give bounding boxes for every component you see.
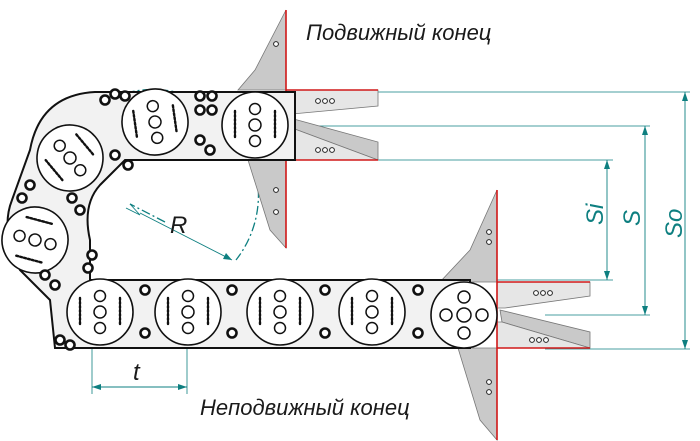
disc-hole xyxy=(439,308,453,322)
engraving xyxy=(44,158,65,183)
link-disc xyxy=(246,278,314,346)
engraving xyxy=(171,104,178,135)
disc-hole xyxy=(181,289,195,303)
pin-ring xyxy=(194,134,206,146)
link-disc xyxy=(1,206,69,274)
pin-ring xyxy=(82,262,94,274)
pin-ring xyxy=(319,284,331,296)
pin-ring xyxy=(319,327,331,339)
pin-ring xyxy=(99,94,111,106)
pin-ring xyxy=(66,192,78,204)
disc-hole xyxy=(475,308,489,322)
pin-ring xyxy=(412,284,424,296)
pin-ring xyxy=(74,204,86,216)
pin-ring xyxy=(139,284,151,296)
radius-label: R xyxy=(170,212,187,239)
link-disc xyxy=(338,278,406,346)
pin-ring xyxy=(204,144,216,156)
pin-ring xyxy=(16,192,28,204)
disc-hole xyxy=(44,237,57,251)
disc-hole xyxy=(28,233,42,247)
chain-pins xyxy=(16,88,424,351)
pin-ring xyxy=(119,90,131,102)
disc-hole xyxy=(181,321,195,335)
fixed-end-bracket xyxy=(439,189,591,441)
disc-hole xyxy=(181,305,195,319)
pin-ring xyxy=(122,159,134,171)
disc-hole xyxy=(365,321,379,335)
disc-hole xyxy=(248,134,262,148)
disc-hole xyxy=(93,321,107,335)
pin-ring xyxy=(194,90,206,102)
disc-hole xyxy=(273,305,287,319)
chain-links xyxy=(1,88,498,349)
fixed-end-label: Неподвижный конец xyxy=(200,395,410,420)
link-disc xyxy=(430,281,498,349)
pin-ring xyxy=(226,284,238,296)
link-disc xyxy=(221,91,289,159)
pin-ring xyxy=(194,104,206,116)
disc-hole xyxy=(248,102,262,116)
pin-ring xyxy=(109,149,121,161)
link-disc xyxy=(66,278,134,346)
disc-hole xyxy=(365,289,379,303)
pin-ring xyxy=(54,334,66,346)
pin-ring xyxy=(39,269,51,281)
pin-ring xyxy=(49,279,61,291)
disc-hole xyxy=(148,115,162,129)
disc-hole xyxy=(273,289,287,303)
link-disc xyxy=(121,88,189,156)
disc-hole xyxy=(74,164,87,177)
disc-hole xyxy=(273,321,287,335)
pin-ring xyxy=(206,90,218,102)
disc-hole xyxy=(457,326,471,340)
pin-ring xyxy=(139,327,151,339)
pin-ring xyxy=(24,179,36,191)
disc-hole xyxy=(456,307,472,323)
disc-hole xyxy=(248,118,262,132)
pin-ring xyxy=(412,327,424,339)
outer-height-label: So xyxy=(661,209,688,238)
link-disc xyxy=(36,124,104,192)
pin-ring xyxy=(206,104,218,116)
engraving xyxy=(132,109,139,140)
engraving xyxy=(25,215,55,226)
pin-ring xyxy=(64,339,76,351)
link-disc xyxy=(154,278,222,346)
height-label: S xyxy=(619,210,646,226)
engraving xyxy=(15,254,45,265)
disc-hole xyxy=(457,290,471,304)
disc-hole xyxy=(93,289,107,303)
inner-height-label: Si xyxy=(582,203,609,225)
disc-hole xyxy=(150,131,164,145)
disc-hole xyxy=(63,151,77,165)
engraving xyxy=(75,133,96,158)
disc-hole xyxy=(365,305,379,319)
moving-end-label: Подвижный конец xyxy=(306,20,491,45)
disc-hole xyxy=(146,99,160,113)
pin-ring xyxy=(109,88,121,100)
pin-ring xyxy=(86,249,98,261)
pitch-label: t xyxy=(133,359,141,386)
disc-hole xyxy=(53,139,66,152)
pin-ring xyxy=(226,327,238,339)
disc-hole xyxy=(13,229,26,243)
disc-hole xyxy=(93,305,107,319)
